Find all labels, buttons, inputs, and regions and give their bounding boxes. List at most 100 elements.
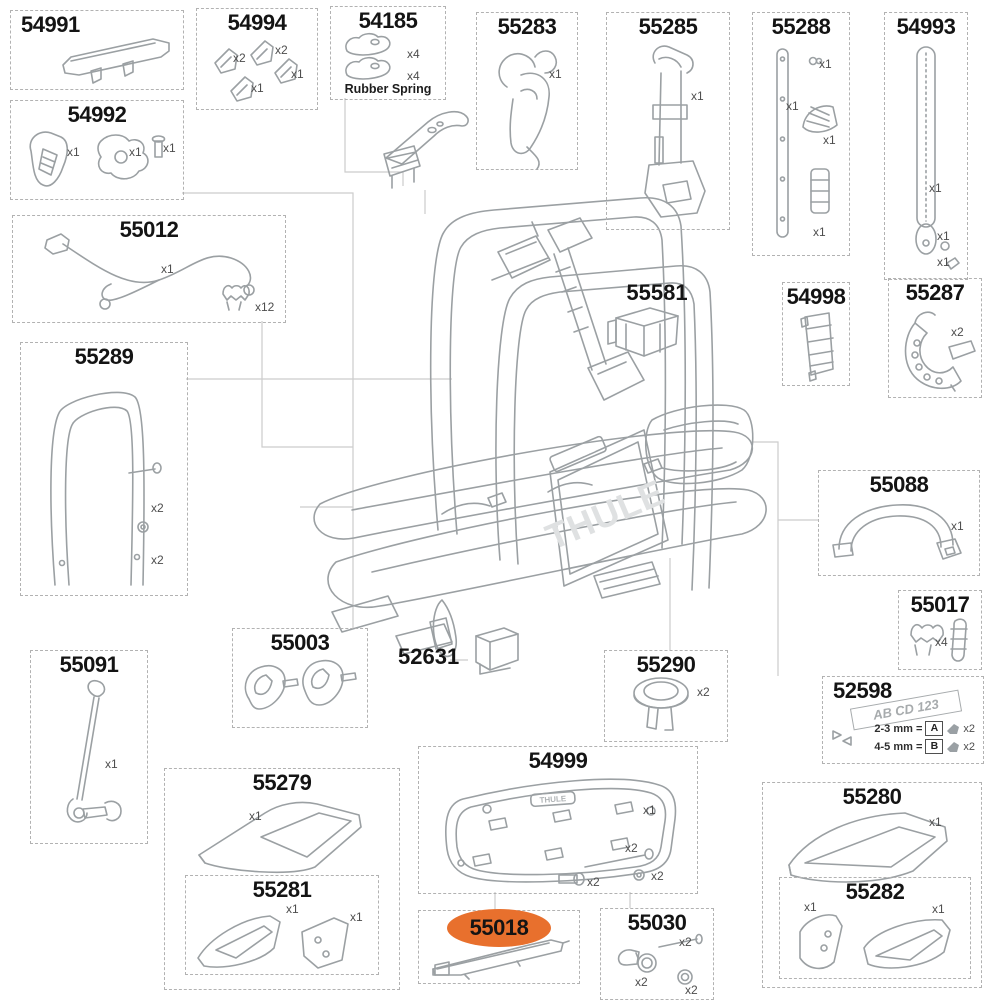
part-number-55581[interactable]: 55581 (626, 280, 688, 305)
part-box-55290: 55290 x2 (604, 650, 728, 742)
part-number-52598[interactable]: 52598 (833, 678, 892, 703)
qty-label: x1 (129, 145, 142, 159)
part-drawing-55279 (198, 801, 362, 874)
part-number-55290[interactable]: 55290 (636, 652, 696, 677)
part-drawing-54994 (214, 40, 298, 102)
letter-badge-a: A (925, 721, 944, 736)
qty-label: x1 (161, 262, 174, 276)
part-number-55289[interactable]: 55289 (74, 344, 134, 369)
part-number-55281[interactable]: 55281 (252, 877, 312, 902)
rubber-spring-caption: Rubber Spring (344, 82, 432, 96)
part-box-55282: 55282 x1 x1 (779, 877, 971, 979)
qty-label: x2 (151, 501, 164, 515)
qty-label: x1 (929, 181, 942, 195)
part-box-54999: 54999 THULE x1 x2 x2 x2 (418, 746, 698, 894)
part-number-55282[interactable]: 55282 (845, 879, 905, 904)
part-box-55285: 55285 x1 (606, 12, 730, 230)
part-number-55285[interactable]: 55285 (638, 14, 698, 39)
part-number-55018[interactable]: 55018 (469, 915, 529, 940)
thule-embossed-logo: THULE (539, 794, 567, 805)
qty-label: x1 (929, 815, 942, 829)
part-number-54991[interactable]: 54991 (21, 12, 80, 37)
part-number-55003[interactable]: 55003 (270, 630, 330, 655)
qty-label: x2 (679, 935, 692, 949)
part-box-52598: 52598 AB CD 123 2-3 mm = A x2 4-5 mm = B… (822, 676, 984, 764)
part-number-55279[interactable]: 55279 (252, 770, 312, 795)
part-box-55003: 55003 (232, 628, 368, 728)
part-box-54993: 54993 x1 x1 x1 (884, 12, 968, 280)
qty-label: x1 (350, 910, 363, 924)
qty-label: x1 (937, 229, 950, 243)
part-drawing-55283 (498, 50, 558, 170)
part-number-54992[interactable]: 54992 (67, 102, 127, 127)
part-box-54994: 54994 x2 x2 x1 x1 (196, 8, 318, 110)
part-box-55091: 55091 x1 (30, 650, 148, 844)
part-number-54993[interactable]: 54993 (896, 14, 956, 39)
thickness-row-b: 4-5 mm = B x2 (874, 739, 975, 754)
part-box-55289: 55289 x2 x2 (20, 342, 188, 596)
part-drawing-55012 (44, 233, 255, 311)
part-box-55017: 55017 x4 (898, 590, 982, 670)
part-drawing-55282 (799, 914, 951, 970)
part-number-55012[interactable]: 55012 (119, 217, 179, 242)
qty-label: x2 (963, 740, 975, 753)
qty-label: x2 (963, 722, 975, 735)
qty-label: x2 (275, 43, 288, 57)
part-box-54998: 54998 (782, 282, 850, 386)
thickness-label: 2-3 mm = (874, 722, 923, 735)
wedge-icon (947, 723, 960, 734)
part-box-55088: 55088 x1 (818, 470, 980, 576)
qty-label: x2 (151, 553, 164, 567)
qty-label: x1 (251, 81, 264, 95)
qty-label: x1 (291, 67, 304, 81)
thickness-row-a: 2-3 mm = A x2 (874, 721, 975, 736)
part-drawing-55017 (910, 618, 968, 662)
part-drawing-54993 (915, 46, 960, 270)
qty-label: x1 (105, 757, 118, 771)
part-drawing-55018 (432, 939, 570, 980)
part-number-55088[interactable]: 55088 (869, 472, 929, 497)
part-number-54994[interactable]: 54994 (227, 10, 287, 35)
part-drawing-54992 (29, 131, 166, 187)
part-number-54999[interactable]: 54999 (528, 748, 588, 773)
qty-label: x1 (819, 57, 832, 71)
qty-label: x12 (255, 300, 275, 314)
part-number-52631[interactable]: 52631 (398, 644, 460, 669)
qty-label: x2 (697, 685, 710, 699)
part-number-55091[interactable]: 55091 (59, 652, 119, 677)
qty-label: x1 (691, 89, 704, 103)
highlight-ellipse (447, 909, 551, 947)
part-number-54998[interactable]: 54998 (786, 284, 846, 309)
part-drawing-55290 (633, 677, 689, 731)
qty-label: x2 (651, 869, 664, 883)
qty-label: x1 (786, 99, 799, 113)
tension-lever-drawing (383, 110, 469, 189)
part-box-55279: 55279 x1 55281 x1 x1 (164, 768, 400, 990)
qty-label: x1 (937, 255, 950, 269)
qty-label: x4 (935, 635, 948, 649)
qty-label: x2 (625, 841, 638, 855)
part-number-55280[interactable]: 55280 (842, 784, 902, 809)
qty-label: x1 (804, 900, 817, 914)
part-drawing-54998 (800, 312, 834, 382)
qty-label: x4 (407, 69, 420, 83)
part-number-55030[interactable]: 55030 (627, 910, 687, 935)
qty-label: x1 (823, 133, 836, 147)
main-assembly-drawing: THULE THULE (313, 197, 767, 658)
part-number-55287[interactable]: 55287 (905, 280, 965, 305)
letter-badge-b: B (925, 739, 944, 754)
part-drawing-55288 (776, 48, 838, 238)
part-number-54185[interactable]: 54185 (358, 8, 418, 33)
qty-label: x2 (685, 983, 698, 997)
part-number-55288[interactable]: 55288 (771, 14, 831, 39)
part-box-55283: 55283 x1 (476, 12, 578, 170)
part-drawing-55280 (788, 812, 948, 883)
part-drawing-55030 (617, 933, 703, 985)
part-drawing-55289 (50, 391, 162, 586)
part-drawing-55003 (244, 659, 357, 710)
part-number-55017[interactable]: 55017 (910, 592, 970, 617)
part-drawing-55088 (832, 504, 962, 560)
part-number-55283[interactable]: 55283 (497, 14, 557, 39)
part-box-54185: 54185 x4 x4 Rubber Spring (330, 6, 446, 100)
